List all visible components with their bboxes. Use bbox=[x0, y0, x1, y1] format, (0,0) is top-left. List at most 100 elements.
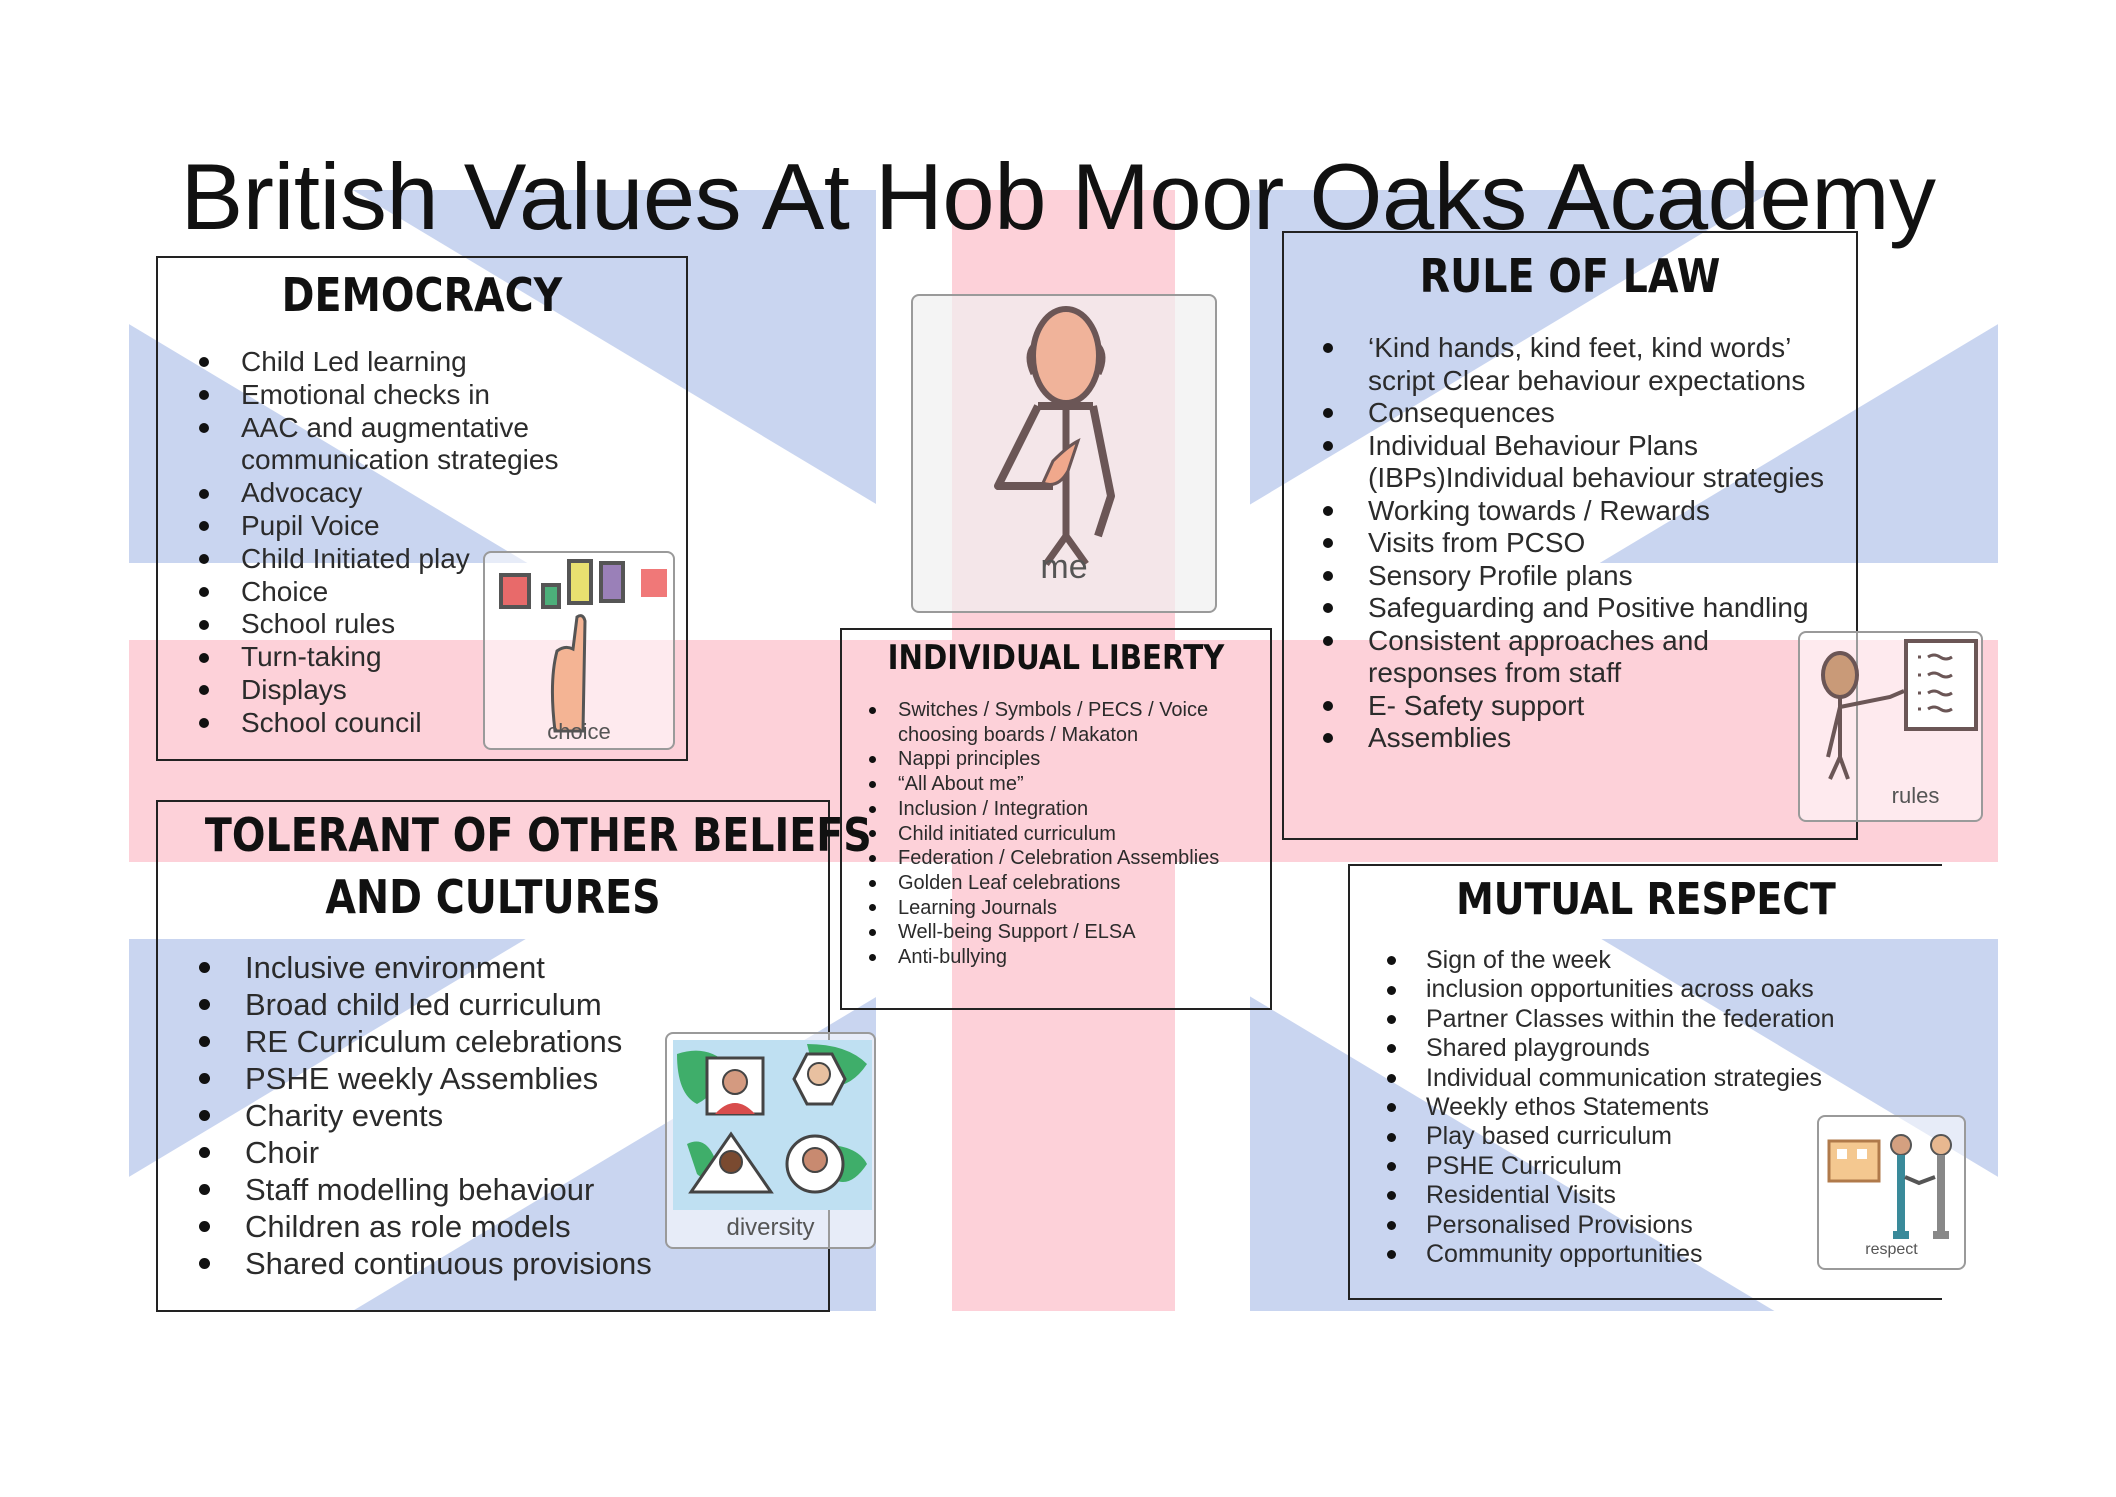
me-symbol-card: me bbox=[911, 294, 1217, 613]
democracy-heading: DEMOCRACY bbox=[281, 268, 563, 322]
bullet-icon bbox=[1323, 343, 1333, 354]
bullet-icon bbox=[869, 706, 876, 714]
list-item-text: Visits from PCSO bbox=[1368, 527, 1586, 558]
bullet-icon bbox=[1323, 700, 1333, 711]
rule-of-law-heading: RULE OF LAW bbox=[1419, 249, 1721, 303]
list-item: choosing boards / Makaton bbox=[898, 723, 1219, 748]
list-item-text: script Clear behaviour expectations bbox=[1368, 364, 1806, 396]
list-item-text: RE Curriculum celebrations bbox=[245, 1024, 623, 1059]
list-item-text: Choice bbox=[241, 575, 329, 607]
bullet-icon bbox=[199, 422, 209, 433]
list-item-text: Children as role models bbox=[245, 1209, 571, 1244]
list-item-text: Displays bbox=[241, 673, 347, 705]
list-item-text: Emotional checks in bbox=[241, 378, 491, 410]
list-item: Nappi principles bbox=[869, 747, 1219, 772]
bullet-icon bbox=[1323, 570, 1333, 581]
respect-symbol-card: respect bbox=[1817, 1115, 1966, 1270]
list-item: Advocacy bbox=[199, 477, 558, 510]
bullet-icon bbox=[869, 756, 876, 764]
list-item: Safeguarding and Positive handling bbox=[1323, 592, 1824, 625]
list-item-text: communication strategies bbox=[241, 444, 559, 476]
list-item-text: inclusion opportunities across oaks bbox=[1426, 975, 1814, 1004]
list-item-text: Golden Leaf celebrations bbox=[898, 871, 1121, 894]
list-item-text: Consequences bbox=[1368, 397, 1555, 428]
list-item: Child initiated curriculum bbox=[869, 822, 1219, 847]
list-item-text: Switches / Symbols / PECS / Voice bbox=[898, 699, 1209, 721]
mutual-respect-heading: MUTUAL RESPECT bbox=[1456, 874, 1836, 925]
list-item-text: Turn-taking bbox=[241, 641, 382, 673]
list-item: Golden Leaf celebrations bbox=[869, 871, 1219, 896]
bullet-icon bbox=[1387, 985, 1396, 995]
bullet-icon bbox=[199, 718, 209, 729]
bullet-icon bbox=[199, 1073, 210, 1084]
bullet-icon bbox=[1387, 1250, 1396, 1260]
list-item-text: PSHE Curriculum bbox=[1426, 1151, 1622, 1180]
bullet-icon bbox=[199, 1184, 210, 1195]
list-item: PSHE weekly Assemblies bbox=[199, 1060, 652, 1097]
list-item: Turn-taking bbox=[199, 641, 558, 674]
bullet-icon bbox=[1387, 1191, 1396, 1201]
bullet-icon bbox=[199, 962, 210, 973]
list-item: Consistent approaches and bbox=[1323, 625, 1824, 658]
me-caption: me bbox=[1040, 548, 1088, 586]
bullet-icon bbox=[869, 953, 876, 961]
list-item-text: Shared continuous provisions bbox=[245, 1246, 652, 1281]
bullet-icon bbox=[1387, 1044, 1396, 1054]
bullet-icon bbox=[1387, 1073, 1396, 1083]
list-item-text: choosing boards / Makaton bbox=[898, 723, 1139, 746]
list-item: Assemblies bbox=[1323, 722, 1824, 755]
list-item: Sensory Profile plans bbox=[1323, 560, 1824, 593]
list-item: Emotional checks in bbox=[199, 378, 558, 412]
list-item: inclusion opportunities across oaks bbox=[1387, 975, 1835, 1004]
list-item-text: Inclusion / Integration bbox=[898, 797, 1089, 820]
list-item-text: “All About me” bbox=[898, 773, 1024, 796]
list-item: responses from staff bbox=[1368, 657, 1824, 690]
bullet-icon bbox=[199, 1221, 210, 1232]
diversity-symbol-card: diversity bbox=[665, 1032, 876, 1249]
list-item-text: Charity events bbox=[245, 1098, 444, 1133]
list-item-text: Weekly ethos Statements bbox=[1426, 1093, 1710, 1122]
rules-symbol-card: rules bbox=[1798, 631, 1983, 822]
list-item: Charity events bbox=[199, 1097, 652, 1134]
tolerance-heading-line2: AND CULTURES bbox=[325, 870, 661, 924]
bullet-icon bbox=[199, 1036, 210, 1047]
bullet-icon bbox=[869, 879, 876, 887]
list-item: script Clear behaviour expectations bbox=[1368, 365, 1824, 398]
list-item: Switches / Symbols / PECS / Voice bbox=[869, 698, 1219, 723]
list-item: Child Led learning bbox=[199, 346, 558, 379]
list-item-text: Nappi principles bbox=[898, 748, 1041, 771]
bullet-icon bbox=[1323, 635, 1333, 646]
bullet-icon bbox=[199, 999, 210, 1010]
list-item: Well-being Support / ELSA bbox=[869, 920, 1219, 945]
list-item: Children as role models bbox=[199, 1208, 652, 1245]
bullet-icon bbox=[199, 1110, 210, 1121]
bullet-icon bbox=[869, 780, 876, 788]
choice-caption: choice bbox=[547, 719, 611, 744]
list-item: RE Curriculum celebrations bbox=[199, 1023, 652, 1060]
list-item-text: Child Led learning bbox=[241, 346, 467, 377]
list-item-text: Broad child led curriculum bbox=[245, 987, 602, 1022]
list-item-text: Pupil Voice bbox=[241, 509, 380, 541]
bullet-icon bbox=[199, 619, 209, 630]
bullet-icon bbox=[869, 805, 876, 813]
list-item: Broad child led curriculum bbox=[199, 986, 652, 1023]
bullet-icon bbox=[869, 904, 876, 912]
liberty-heading: INDIVIDUAL LIBERTY bbox=[887, 638, 1225, 678]
list-item: Anti-bullying bbox=[869, 945, 1219, 970]
list-item-text: Learning Journals bbox=[898, 896, 1057, 919]
bullet-icon bbox=[199, 521, 209, 532]
list-item: Individual communication strategies bbox=[1387, 1064, 1835, 1093]
tolerance-panel: TOLERANT OF OTHER BELIEFS AND CULTURES I… bbox=[156, 800, 872, 1312]
bullet-icon bbox=[869, 929, 876, 937]
bullet-icon bbox=[199, 652, 209, 663]
bullet-icon bbox=[869, 830, 876, 838]
list-item-text: School rules bbox=[241, 608, 396, 640]
list-item-text: ‘Kind hands, kind feet, kind words’ bbox=[1368, 332, 1792, 363]
bullet-icon bbox=[1387, 956, 1396, 966]
list-item-text: Sign of the week bbox=[1426, 946, 1611, 974]
bullet-icon bbox=[1323, 440, 1333, 451]
